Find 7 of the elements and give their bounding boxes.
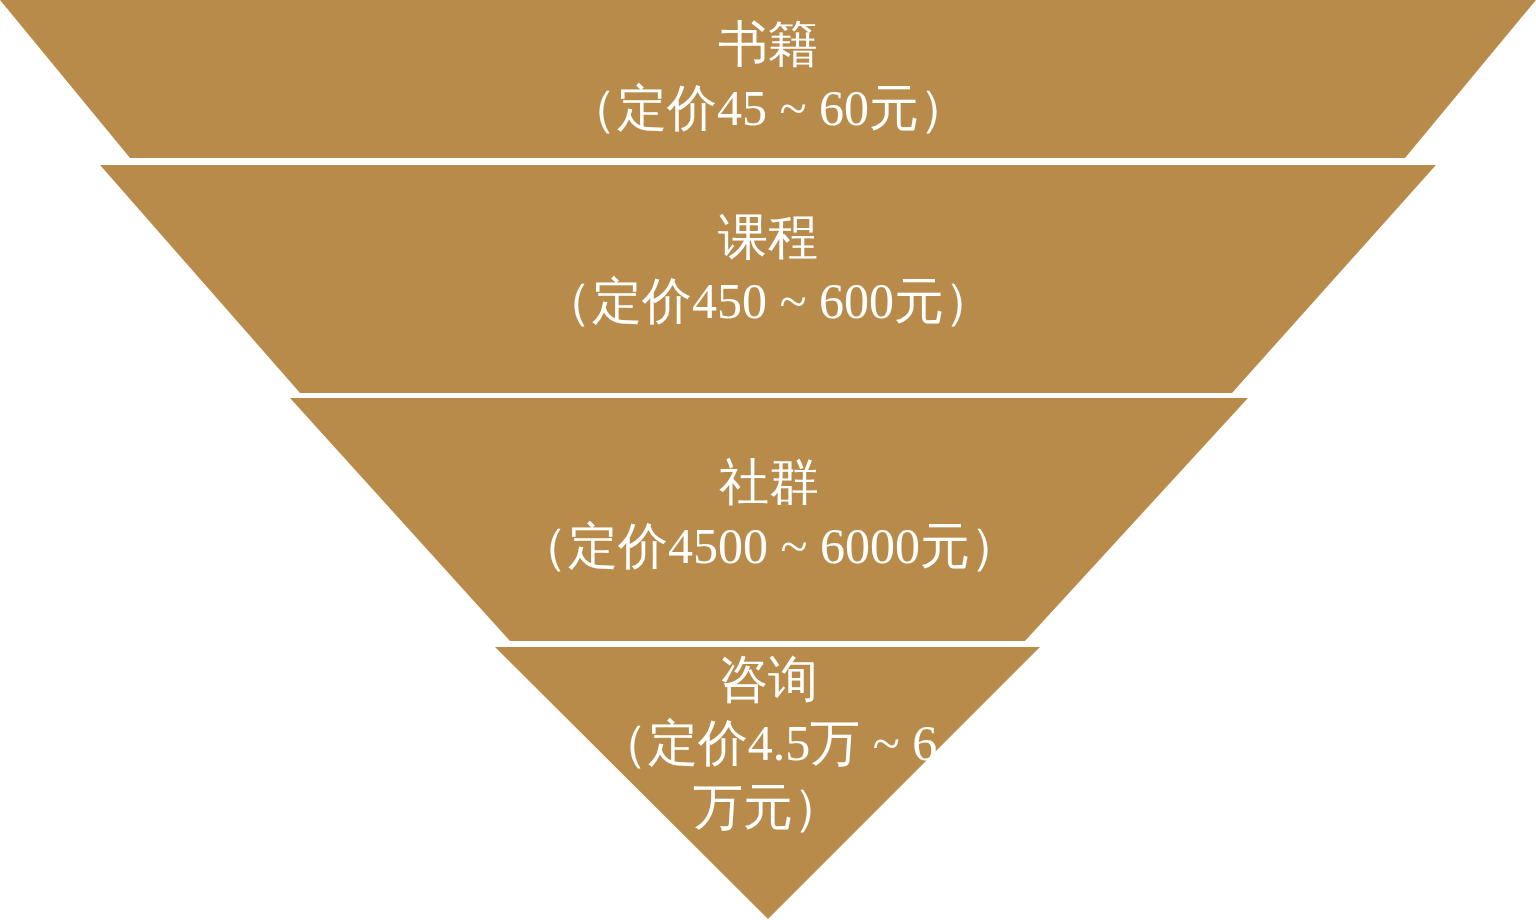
price-range: （定价4500 ~ 6000元） [517,517,1021,576]
tier-title: 咨询 [717,650,818,709]
price-range: （定价450 ~ 600元） [541,272,995,331]
tier-title: 社群 [719,453,819,512]
tier-title: 书籍 [718,15,818,74]
price-range: （定价45 ~ 60元） [566,79,970,138]
tier-title: 课程 [718,208,818,267]
